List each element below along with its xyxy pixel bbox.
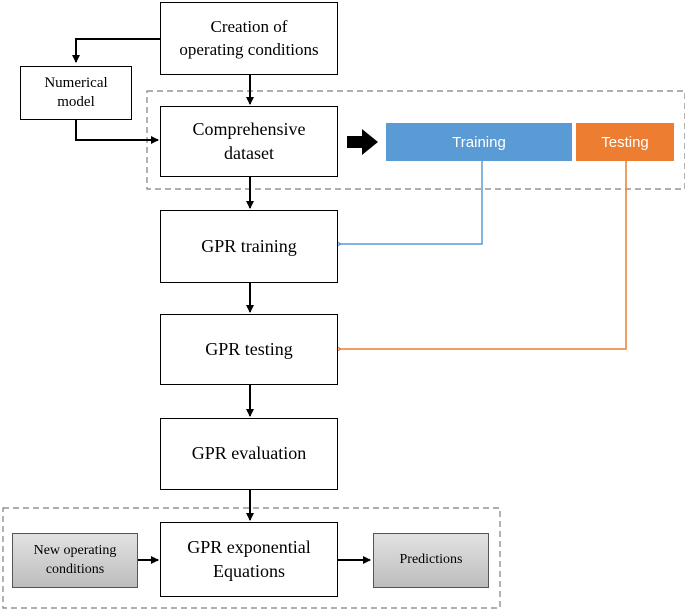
- equations-group-frame: [2, 507, 501, 609]
- arrow-creation-to-numerical: [72, 38, 160, 63]
- training-split-bar: Training: [386, 123, 572, 161]
- arrow-testing-split-to-gpr-testing: [340, 161, 627, 349]
- block-arrow-icon: [347, 129, 378, 155]
- new-operating-conditions-box: New operating conditions: [12, 533, 138, 588]
- predictions-box: Predictions: [373, 533, 489, 588]
- gpr-evaluation-box: GPR evaluation: [160, 418, 338, 490]
- gpr-training-box: GPR training: [160, 210, 338, 283]
- gpr-testing-box: GPR testing: [160, 314, 338, 385]
- creation-of-operating-conditions-box: Creation of operating conditions: [160, 2, 338, 75]
- comprehensive-dataset-box: Comprehensive dataset: [160, 106, 338, 177]
- arrow-training-split-to-gpr-training: [340, 161, 483, 244]
- arrow-numerical-to-dataset: [75, 120, 159, 144]
- testing-split-bar: Testing: [576, 123, 674, 161]
- gpr-exponential-equations-box: GPR exponential Equations: [160, 522, 338, 597]
- numerical-model-box: Numerical model: [20, 66, 132, 120]
